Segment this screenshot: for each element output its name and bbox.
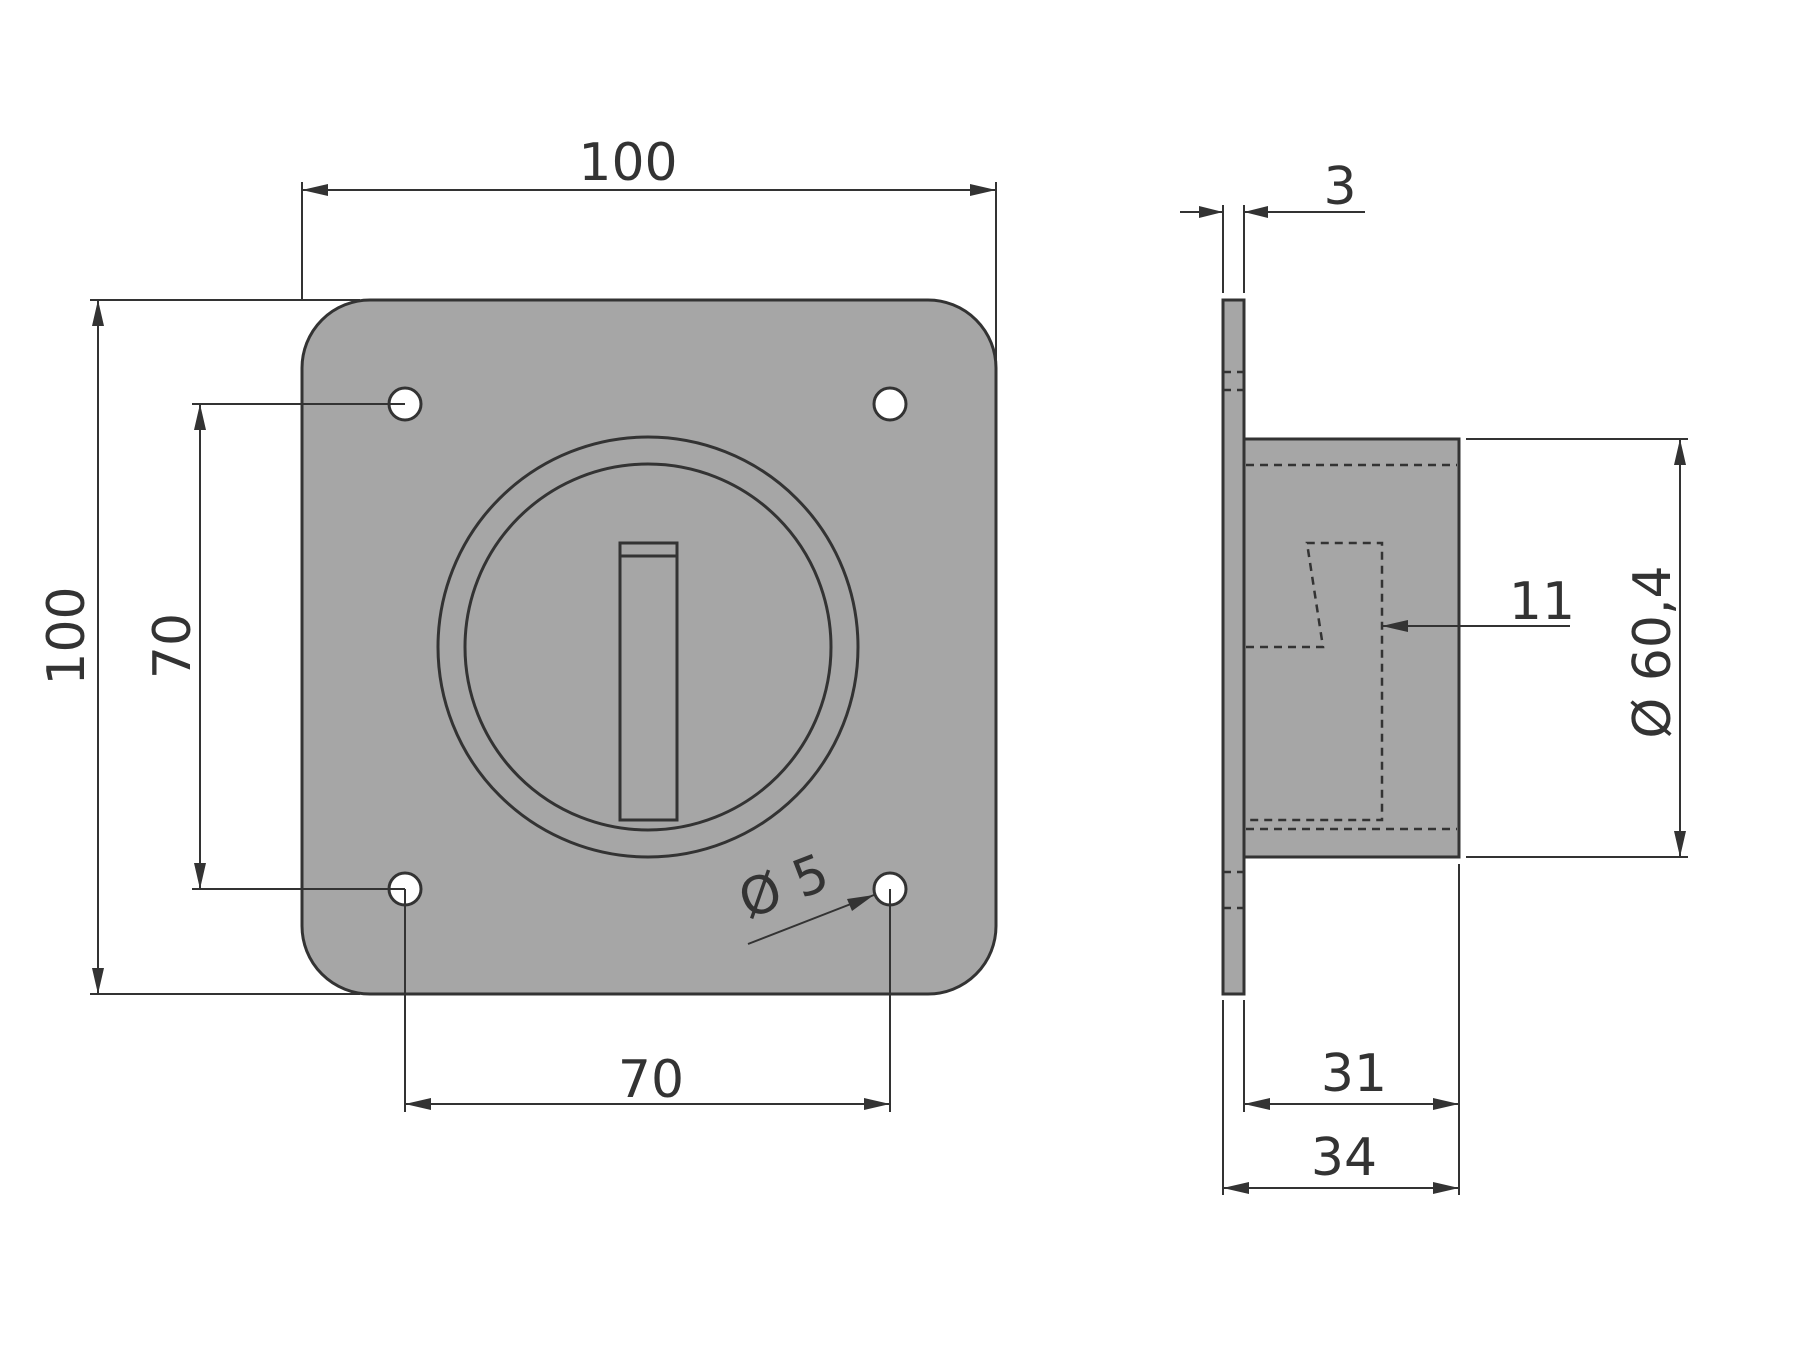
tube-length-label: 31 xyxy=(1321,1044,1387,1104)
dimension-tube-length: 31 xyxy=(1243,864,1460,1112)
tube-inner-edge xyxy=(463,462,833,832)
total-length-label: 34 xyxy=(1311,1128,1377,1188)
hole-spacing-vertical-label: 70 xyxy=(143,613,203,679)
side-view xyxy=(1221,298,1461,996)
mounting-plate xyxy=(300,298,998,996)
dimension-total-length: 34 xyxy=(1222,1000,1460,1195)
slot-depth-label: 11 xyxy=(1509,572,1575,632)
tube-diameter-label: Ø 60,4 xyxy=(1623,565,1683,738)
dimension-plate-thickness: 3 xyxy=(1180,157,1365,293)
width-label: 100 xyxy=(578,133,677,193)
dimension-width: 100 xyxy=(301,133,997,370)
dimension-tube-diameter: Ø 60,4 xyxy=(1466,438,1688,858)
dimension-hole-spacing-horizontal: 70 xyxy=(404,889,891,1112)
tube-outer-edge xyxy=(436,435,860,859)
mounting-hole-top-right xyxy=(872,386,908,422)
height-label: 100 xyxy=(37,586,97,685)
dimension-hole-spacing-vertical: 70 xyxy=(143,403,405,890)
hole-spacing-horizontal-label: 70 xyxy=(618,1050,684,1110)
plate-profile xyxy=(1221,298,1246,996)
front-view xyxy=(300,298,998,996)
plate-thickness-label: 3 xyxy=(1323,157,1356,217)
slot xyxy=(618,541,679,822)
dimension-slot-depth: 11 xyxy=(1382,572,1575,632)
dimension-height: 100 xyxy=(37,299,360,995)
